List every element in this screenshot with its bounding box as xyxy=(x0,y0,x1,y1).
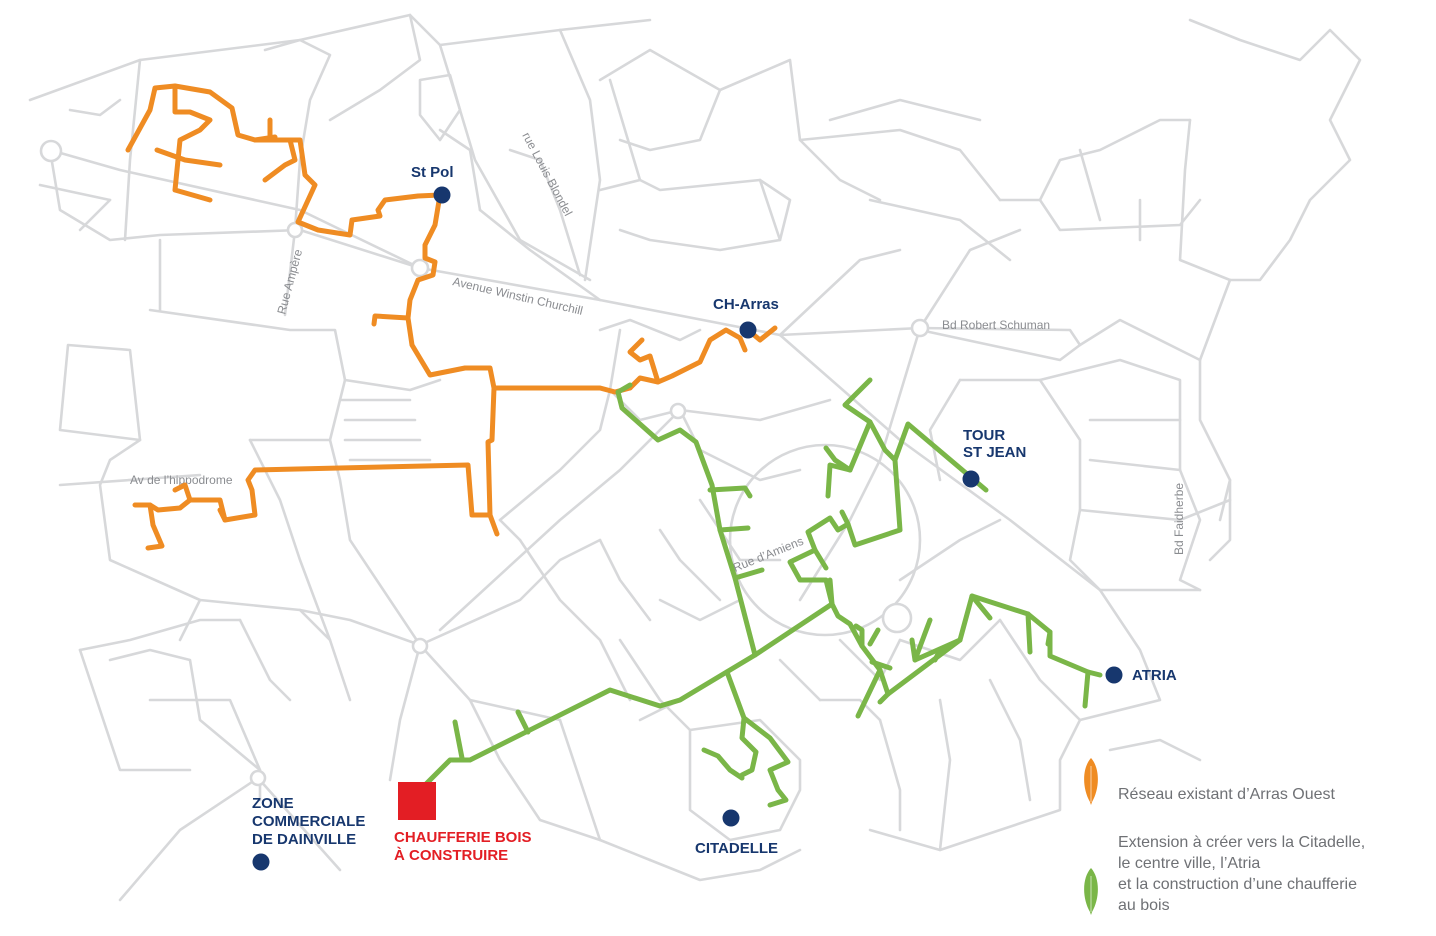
roundabout xyxy=(39,139,63,163)
legend-extension-line-3: et la construction d’une chaufferie xyxy=(1118,876,1357,893)
street-label-rue-louis-blondel: rue Louis Blondel xyxy=(519,130,575,218)
roundabout xyxy=(410,258,430,278)
existing-network xyxy=(125,83,778,551)
roundabout xyxy=(910,318,930,338)
citadelle-marker xyxy=(722,809,740,827)
street-network xyxy=(28,13,1362,902)
legend-item-extension: Extension à créer vers la Citadelle, le … xyxy=(1080,832,1365,916)
roundabout xyxy=(669,402,687,420)
leaf-icon xyxy=(1084,758,1098,805)
tour-st-jean-marker xyxy=(962,470,980,488)
extension-network xyxy=(417,377,1103,808)
roundabout xyxy=(411,637,429,655)
chaufferie-label: CHAUFFERIE BOIS À CONSTRUIRE xyxy=(394,829,536,864)
leaf-icon xyxy=(1084,868,1098,915)
chaufferie-marker xyxy=(398,782,436,820)
street-label-rue-ampere: Rue Ampère xyxy=(274,247,305,315)
st-pol-label: St Pol xyxy=(411,164,454,181)
st-pol-marker xyxy=(433,186,451,204)
legend-extension-line-4: au bois xyxy=(1118,897,1170,914)
street-label-bd-robert-schuman: Bd Robert Schuman xyxy=(942,318,1050,332)
legend-extension-line-2: le centre ville, l’Atria xyxy=(1118,855,1261,872)
street-label-bd-faidherbe: Bd Faidherbe xyxy=(1172,483,1186,555)
atria-label: ATRIA xyxy=(1132,667,1177,684)
zone-commerciale-label: ZONE COMMERCIALE DE DAINVILLE xyxy=(252,795,370,848)
street-label-avenue-winston-churchill: Avenue Winstin Churchill xyxy=(451,274,584,318)
zone-commerciale-marker xyxy=(252,853,270,871)
ch-arras-label: CH-Arras xyxy=(713,296,779,313)
roundabouts xyxy=(39,139,930,787)
citadelle-label: CITADELLE xyxy=(695,840,778,857)
roundabout xyxy=(881,602,913,634)
points-of-interest: St Pol CH-Arras TOUR ST JEAN ATRIA CITAD… xyxy=(252,164,1177,871)
street-label-av-hippodrome: Av de l’hippodrome xyxy=(130,473,233,487)
legend-extension-line-1: Extension à créer vers la Citadelle, xyxy=(1118,834,1366,851)
legend-item-existing: Réseau existant d’Arras Ouest xyxy=(1080,756,1335,806)
tour-st-jean-label: TOUR ST JEAN xyxy=(963,427,1026,461)
roundabout xyxy=(249,769,267,787)
legend-existing-label: Réseau existant d’Arras Ouest xyxy=(1118,786,1335,803)
roundabout xyxy=(286,221,304,239)
atria-marker xyxy=(1105,666,1123,684)
ch-arras-marker xyxy=(739,321,757,339)
